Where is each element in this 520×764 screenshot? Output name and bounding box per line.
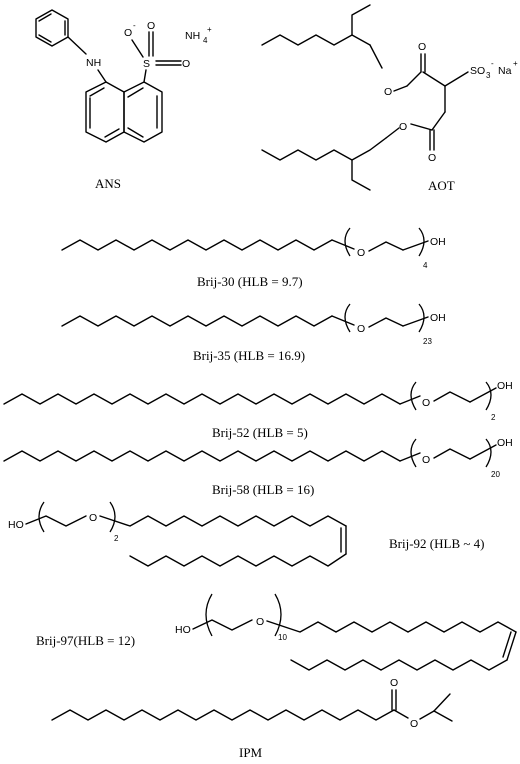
aot-carbonyl-o1-label: O (418, 41, 426, 53)
brij97-ho-label: HO (175, 624, 191, 636)
brij58-caption: Brij-58 (HLB = 16) (212, 482, 314, 497)
ans-naphthalene-left-ring (85, 81, 125, 143)
brij30-caption: Brij-30 (HLB = 9.7) (197, 274, 303, 289)
brij52-structure: O OH 2 Brij-52 (HLB = 5) (3, 380, 513, 440)
ipm-ester-o-label: O (410, 718, 418, 730)
aot-ester-o2-label: O (399, 121, 407, 133)
ans-o-minus-label: O (124, 27, 132, 39)
brij30-o-label: O (357, 247, 365, 259)
brij58-o-label: O (422, 454, 430, 466)
brij58-oh-label: OH (497, 437, 513, 449)
brij52-o-label: O (422, 397, 430, 409)
brij52-caption: Brij-52 (HLB = 5) (212, 425, 308, 440)
brij58-repeat-count: 20 (491, 470, 500, 479)
aot-so3-charge: - (491, 59, 494, 68)
aot-na-charge: + (513, 59, 518, 68)
brij97-oleyl-upper (266, 620, 517, 633)
ans-ammonium-charge: + (207, 25, 212, 34)
aot-caption: AOT (428, 178, 455, 193)
ans-phenyl-n-bond (67, 36, 87, 55)
brij30-oh-label: OH (430, 236, 446, 248)
aot-structure: O O SO 3 - Na + O O AOT (261, 4, 518, 193)
brij97-o-label: O (256, 616, 264, 628)
ipm-carbonyl-o-label: O (390, 677, 398, 689)
aot-carbonyl-o2-label: O (428, 152, 436, 164)
brij35-caption: Brij-35 (HLB = 16.9) (193, 348, 305, 363)
brij97-oleyl-lower (290, 659, 508, 671)
ans-nh-label: NH (86, 57, 101, 69)
ipm-structure: O O IPM (51, 677, 453, 760)
brij92-caption: Brij-92 (HLB ~ 4) (389, 536, 485, 551)
brij35-oh-label: OH (430, 312, 446, 324)
brij97-structure: HO O 10 Brij-97(HLB = 12) (36, 593, 517, 671)
brij92-o-label: O (89, 512, 97, 524)
brij35-o-label: O (357, 323, 365, 335)
brij52-oh-label: OH (497, 380, 513, 392)
brij35-alkyl-chain (61, 315, 333, 327)
ans-o-minus-charge: - (133, 21, 136, 30)
ans-phenyl-ring (35, 9, 69, 47)
aot-ester-o1-label: O (384, 86, 392, 98)
aot-na-label: Na (498, 65, 512, 77)
brij92-repeat-count: 2 (114, 534, 119, 543)
brij52-repeat-count: 2 (491, 413, 496, 422)
ipm-alkyl-chain (51, 709, 395, 721)
ans-o-top-label: O (147, 20, 155, 32)
brij92-structure: HO O 2 Brij-92 (HLB ~ 4) (8, 501, 485, 567)
brij97-repeat-count: 10 (278, 633, 287, 642)
brij58-structure: O OH 20 Brij-58 (HLB = 16) (3, 437, 513, 497)
aot-so3-label: SO (470, 65, 485, 77)
ans-structure: NH S O O O - NH 4 + ANS (35, 9, 212, 191)
brij92-oleyl-lower (129, 553, 347, 567)
brij97-caption: Brij-97(HLB = 12) (36, 633, 135, 648)
brij35-structure: O OH 23 Brij-35 (HLB = 16.9) (61, 303, 446, 363)
brij30-alkyl-chain (61, 239, 333, 251)
aot-upper-tail (261, 34, 371, 46)
aot-so3-subscript: 3 (486, 71, 491, 80)
ans-ammonium-label: NH (185, 30, 200, 42)
brij30-repeat-count: 4 (423, 261, 428, 270)
brij35-repeat-count: 23 (423, 337, 432, 346)
ans-ammonium-subscript: 4 (203, 36, 208, 45)
ans-caption: ANS (95, 176, 121, 191)
ans-o-right-label: O (182, 58, 190, 70)
ans-s-label: S (143, 58, 150, 70)
brij92-oleyl-upper (99, 515, 347, 527)
brij30-structure: O OH 4 Brij-30 (HLB = 9.7) (61, 227, 446, 289)
brij52-alkyl-chain (3, 393, 401, 405)
brij58-alkyl-chain (3, 450, 401, 462)
brij92-ho-label: HO (8, 519, 24, 531)
ipm-caption: IPM (239, 745, 263, 760)
aot-lower-tail (261, 137, 387, 161)
